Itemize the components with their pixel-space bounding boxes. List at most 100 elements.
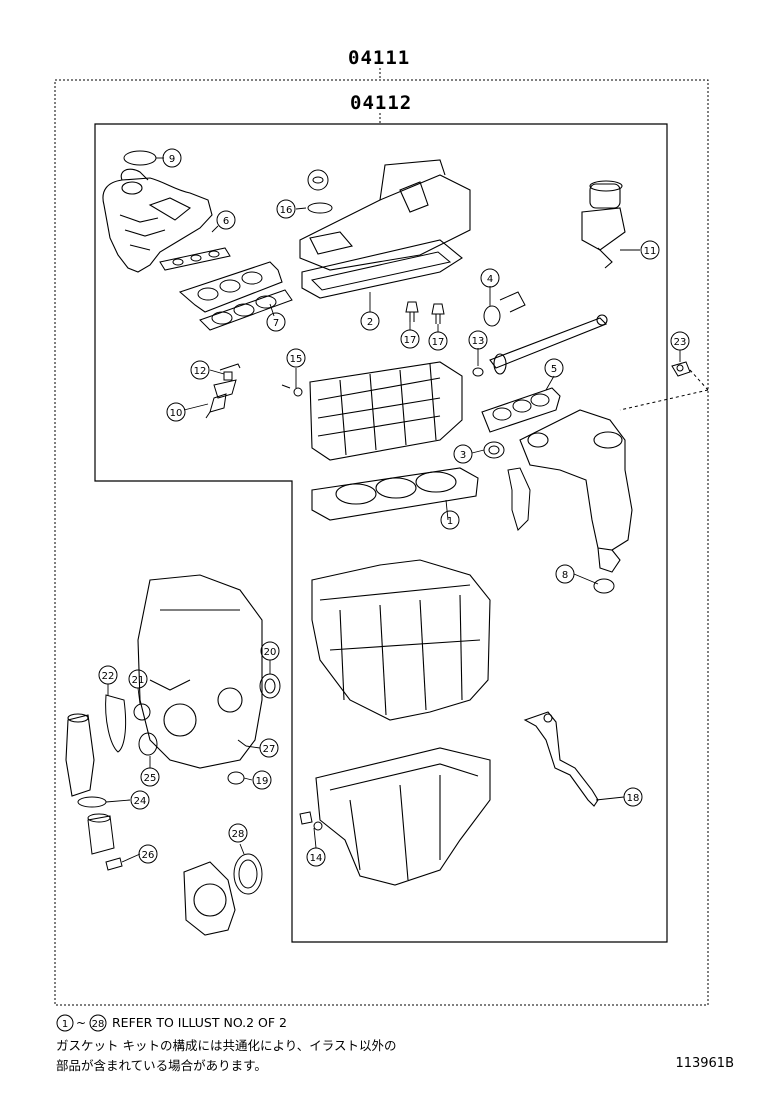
oil-filter-bracket-seal [227, 771, 245, 785]
callout-num-5: 5 [551, 364, 557, 375]
callout-12 [190, 360, 210, 380]
footer-japanese-line-2: 部品が含まれている場合があります。 [56, 1058, 267, 1073]
callout-22 [98, 665, 118, 685]
callout-21 [128, 669, 148, 689]
callout-2 [360, 311, 380, 331]
callout-num-1: 1 [447, 516, 453, 527]
callout-20 [260, 641, 280, 661]
callout-7 [266, 312, 286, 332]
callout-26 [138, 844, 158, 864]
cylinder-head-gasket [311, 467, 479, 521]
timing-chain-cover [137, 574, 263, 769]
oil-filter-element [87, 813, 115, 855]
inner-assembly-code: 04112 [350, 92, 413, 114]
exhaust-pipe-gasket [593, 578, 615, 594]
callout-24 [130, 790, 150, 810]
injector-seal [219, 363, 241, 371]
callout-num-21: 21 [132, 675, 145, 686]
callout-num-15: 15 [290, 354, 303, 365]
oil-filter-housing [65, 713, 95, 797]
callout-3 [453, 444, 473, 464]
camshaft [489, 314, 608, 375]
callout-16 [276, 199, 296, 219]
callout-num-11: 11 [644, 246, 657, 257]
callout-11 [640, 240, 660, 260]
callout-num-26: 26 [142, 850, 155, 861]
stud-bolt-left [405, 301, 419, 322]
callout-6 [216, 210, 236, 230]
stud-bolt-right [431, 303, 445, 324]
water-pump-o-ring [138, 732, 158, 756]
callout-num-24: 24 [134, 796, 147, 807]
oil-pan [315, 747, 491, 886]
gasket-27 [237, 739, 247, 747]
sensor-to-exhaust-leader [619, 389, 709, 411]
cam-oil-seal [483, 305, 501, 327]
oil-filter-gasket [77, 796, 107, 808]
fuel-injector [205, 371, 237, 419]
callout-num-13: 13 [472, 336, 485, 347]
camshaft-washer [472, 367, 484, 377]
outer-assembly-frame [54, 79, 709, 1006]
callout-num-28: 28 [232, 829, 245, 840]
footer-range-end-circle [89, 1014, 107, 1032]
footer-range-start-circle [56, 1014, 74, 1032]
footer-refer-text: REFER TO ILLUST NO.2 OF 2 [112, 1015, 287, 1030]
callout-num-6: 6 [223, 216, 229, 227]
callout-num-18: 18 [627, 793, 640, 804]
callout-num-10: 10 [170, 408, 183, 419]
callout-num-2: 2 [367, 317, 373, 328]
callout-28 [228, 823, 248, 843]
crankshaft-rear-oil-seal [233, 853, 263, 895]
callout-23 [670, 331, 690, 351]
callout-num-9: 9 [169, 154, 175, 165]
callout-8 [555, 564, 575, 584]
footer-range-end: 28 [92, 1019, 105, 1030]
callout-num-22: 22 [102, 671, 115, 682]
callout-25 [140, 767, 160, 787]
oil-filler-cap [307, 169, 329, 191]
callout-num-16: 16 [280, 205, 293, 216]
callout-num-17b: 17 [432, 337, 445, 348]
callout-num-8: 8 [562, 570, 568, 581]
callout-leaders [105, 157, 681, 863]
footer-japanese-line-1: ガスケット キットの構成には共通化により、イラスト以外の [56, 1038, 397, 1053]
outer-assembly-code: 04111 [348, 47, 411, 69]
throttle-gasket [123, 150, 157, 166]
callout-num-12: 12 [194, 366, 207, 377]
callout-num-7: 7 [273, 318, 279, 329]
footer-refer-note: REFER TO ILLUST NO.2 OF 2 [112, 1013, 287, 1033]
callout-num-17a: 17 [404, 335, 417, 346]
plug-tube-gasket [307, 202, 333, 214]
callout-num-20: 20 [264, 647, 277, 658]
callout-18 [623, 787, 643, 807]
head-bolt-washer [293, 387, 303, 397]
rear-oil-seal-retainer [183, 861, 236, 936]
oil-pump-seal [133, 703, 151, 721]
callout-15 [286, 348, 306, 368]
drain-plug-gasket-26 [105, 857, 123, 871]
callout-1 [440, 510, 460, 530]
callout-num-23: 23 [674, 337, 687, 348]
callout-10 [166, 402, 186, 422]
exhaust-manifold-gasket [481, 387, 561, 433]
callout-circles [98, 148, 690, 867]
inner-assembly-frame [94, 123, 668, 943]
intake-gasket [159, 247, 231, 271]
callout-4 [480, 268, 500, 288]
callout-num-19: 19 [256, 776, 269, 787]
callout-9 [162, 148, 182, 168]
footer-range-sep: ~ [76, 1016, 86, 1030]
footer-range-start: 1 [62, 1019, 68, 1030]
callout-num-27: 27 [263, 744, 276, 755]
callout-19 [252, 770, 272, 790]
head-cover-gasket [301, 239, 463, 299]
oil-level-gauge-guide [523, 711, 599, 807]
oxygen-sensor [671, 361, 691, 377]
callout-num-4: 4 [487, 274, 493, 285]
callout-num-3: 3 [460, 450, 466, 461]
callout-13 [468, 330, 488, 350]
callout-num-25: 25 [144, 773, 157, 784]
